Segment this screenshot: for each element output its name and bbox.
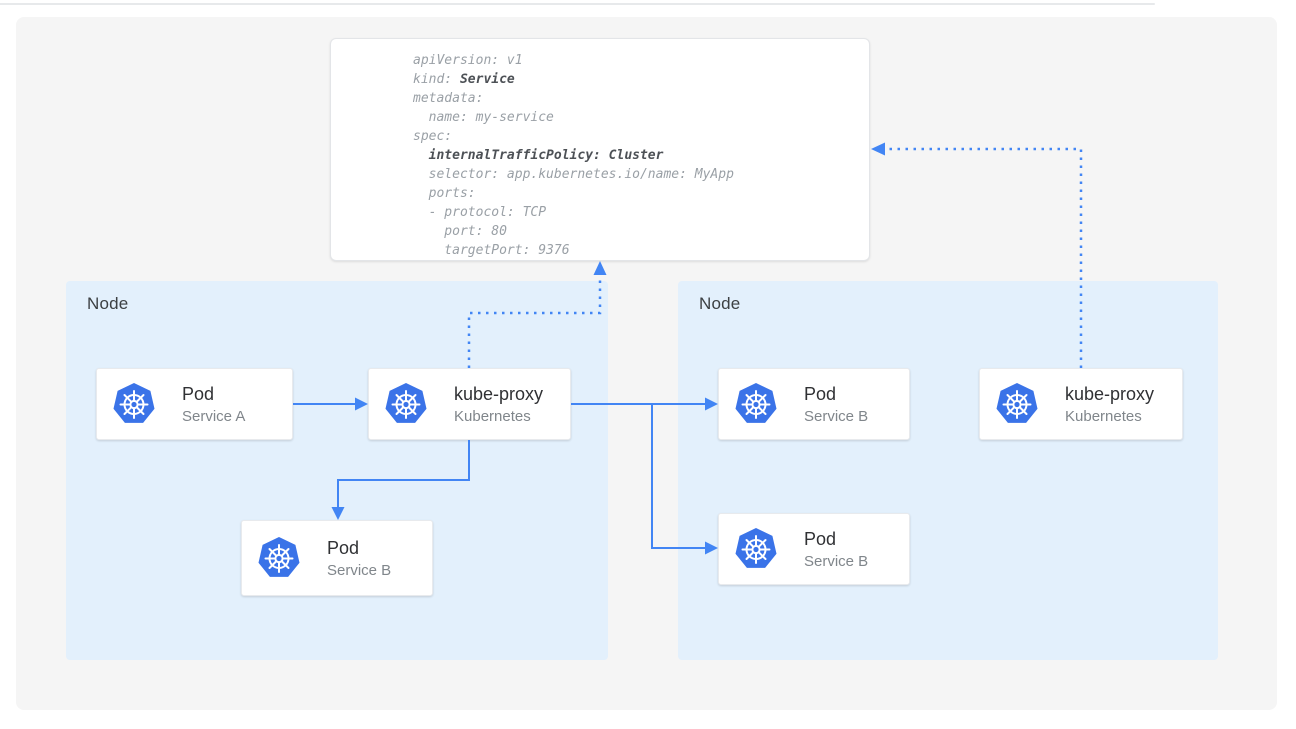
yaml-code-line: internalTrafficPolicy: Cluster: [428, 148, 664, 163]
pod-box-service-b-left: Pod Service B: [241, 520, 433, 596]
entity-title: Pod: [804, 383, 837, 404]
yaml-code-line: name: my-service: [413, 110, 554, 125]
pod-box-service-b-right-top: Pod Service B: [718, 368, 910, 440]
kubernetes-logo-icon: [257, 536, 301, 580]
entity-subtitle: Service B: [327, 561, 392, 579]
yaml-code-line: ports:: [413, 186, 476, 201]
yaml-code-line: - protocol: TCP: [413, 205, 547, 220]
yaml-code-line: selector: app.kubernetes.io/name: MyApp: [413, 167, 734, 182]
kubernetes-logo-icon: [734, 382, 778, 426]
entity-subtitle: Service B: [804, 407, 869, 425]
yaml-code-line: port: 80: [413, 224, 507, 239]
yaml-code-line: apiVersion: v1: [413, 53, 523, 68]
entity-title: Pod: [327, 537, 360, 558]
yaml-code-line: kind: Service: [413, 72, 515, 87]
node-label: Node: [699, 294, 741, 313]
kube-proxy-box-right: kube-proxy Kubernetes: [979, 368, 1183, 440]
kubernetes-logo-icon: [112, 382, 156, 426]
top-divider: [0, 3, 1155, 5]
entity-subtitle: Kubernetes: [1065, 407, 1142, 425]
entity-subtitle: Service A: [182, 407, 246, 425]
node-container-left: Node: [66, 281, 608, 660]
kubernetes-logo-icon: [734, 527, 778, 571]
entity-subtitle: Service B: [804, 552, 869, 570]
entity-title: Pod: [804, 528, 837, 549]
pod-box-service-a: Pod Service A: [96, 368, 293, 440]
yaml-code-line: spec:: [413, 129, 453, 144]
service-yaml-card: apiVersion: v1 kind: Service metadata: nam…: [330, 38, 870, 261]
entity-subtitle: Kubernetes: [454, 407, 531, 425]
pod-box-service-b-right-bottom: Pod Service B: [718, 513, 910, 585]
node-container-right: Node: [678, 281, 1218, 660]
kube-proxy-box-left: kube-proxy Kubernetes: [368, 368, 571, 440]
entity-title: kube-proxy: [1065, 383, 1155, 404]
yaml-code-line: targetPort: 9376: [413, 243, 570, 258]
node-label: Node: [87, 294, 129, 313]
yaml-code: apiVersion: v1 kind: Service metadata: nam…: [413, 51, 869, 260]
entity-title: Pod: [182, 383, 215, 404]
yaml-code-line: metadata:: [413, 91, 484, 106]
entity-title: kube-proxy: [454, 383, 544, 404]
kubernetes-logo-icon: [384, 382, 428, 426]
kubernetes-logo-icon: [995, 382, 1039, 426]
